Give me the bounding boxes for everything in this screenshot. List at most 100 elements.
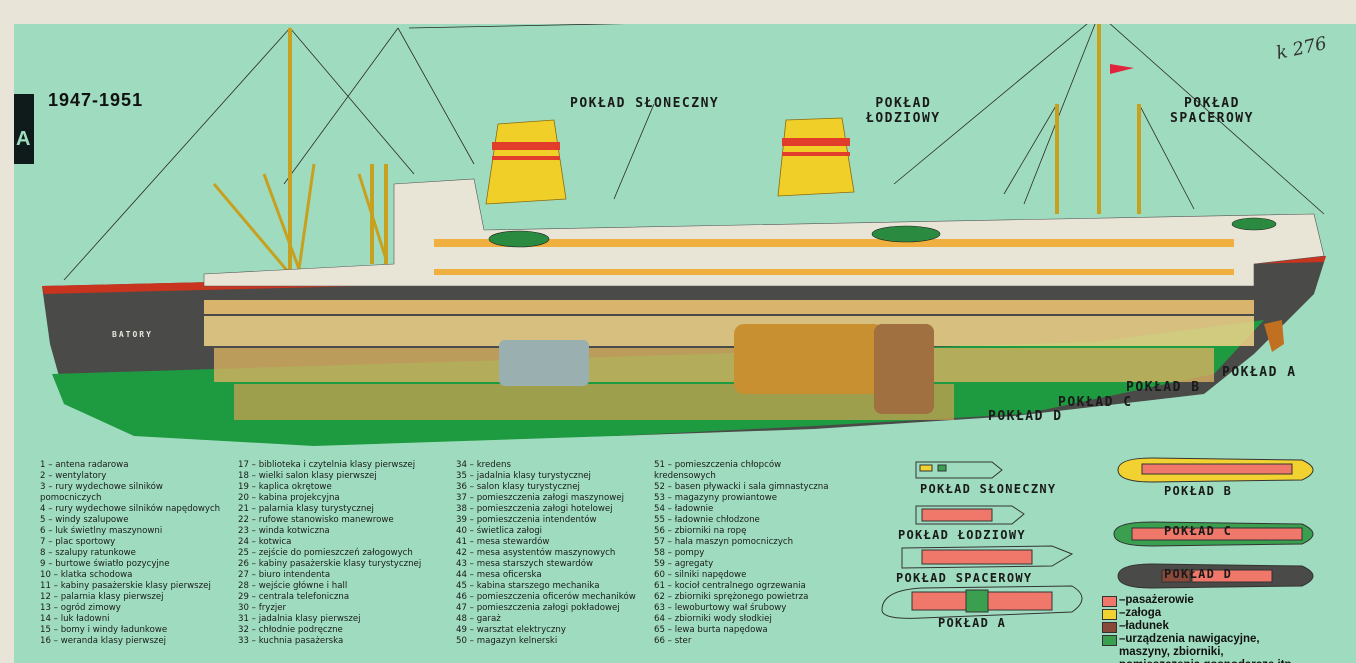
- color-key-row: –pasażerowie: [1102, 594, 1295, 607]
- legend-entry: 20 – kabina projekcyjna: [238, 493, 340, 503]
- legend-entry: 14 – luk ładowni: [40, 614, 110, 624]
- plan-label-b: POKŁAD B: [1164, 484, 1233, 498]
- plan-label-sloneczny: POKŁAD SŁONECZNY: [920, 482, 1057, 496]
- label-deck-lodziowy-line2: ŁODZIOWY: [866, 111, 941, 126]
- color-key-row: –ładunek: [1102, 620, 1295, 633]
- color-key: –pasażerowie–załoga–ładunek–urządzenia n…: [1102, 594, 1295, 663]
- plan-label-lodziowy: POKŁAD ŁODZIOWY: [898, 528, 1026, 542]
- legend-entry: 46 – pomieszczenia oficerów mechaników: [456, 592, 636, 602]
- legend-entry: 59 – agregaty: [654, 559, 714, 569]
- color-key-label: –załoga: [1119, 607, 1162, 619]
- color-key-label: –ładunek: [1119, 620, 1169, 632]
- legend-entry: 13 – ogród zimowy: [40, 603, 121, 613]
- color-swatch: [1102, 596, 1117, 607]
- label-deck-lodziowy: POKŁAD ŁODZIOWY: [866, 96, 941, 126]
- label-deck-b: POKŁAD B: [1126, 380, 1201, 395]
- color-key-label: –pasażerowie: [1119, 594, 1194, 606]
- legend-entry: 30 – fryzjer: [238, 603, 287, 613]
- legend-entry: 52 – basen pływacki i sala gimnastyczna: [654, 482, 829, 492]
- legend-entry: 2 – wentylatory: [40, 471, 107, 481]
- legend-entry: 4 – rury wydechowe silników napędowych: [40, 504, 221, 514]
- cargo-booms: [212, 163, 388, 275]
- plan-sloneczny: [915, 461, 1003, 479]
- edge-strip: A: [14, 94, 34, 164]
- legend-entry: 28 – wejście główne i hall: [238, 581, 348, 591]
- year-label: 1947-1951: [48, 90, 144, 110]
- legend-entry: 58 – pompy: [654, 548, 705, 558]
- label-deck-d: POKŁAD D: [988, 409, 1063, 424]
- legend-entry: 12 – palarnia klasy pierwszej: [40, 592, 164, 602]
- legend-entry: 35 – jadalnia klasy turystycznej: [456, 471, 591, 481]
- color-key-row: pomieszczenia gospodarcze itp.: [1102, 659, 1295, 663]
- legend-entry: 60 – silniki napędowe: [654, 570, 747, 580]
- legend-entry: 43 – mesa starszych stewardów: [456, 559, 594, 569]
- legend-entry: 63 – lewoburtowy wał śrubowy: [654, 603, 787, 613]
- legend-entry: 15 – bomy i windy ładunkowe: [40, 625, 168, 635]
- legend-entry: 45 – kabina starszego mechanika: [456, 581, 600, 591]
- color-swatch: [1102, 609, 1117, 620]
- color-swatch: [1102, 635, 1117, 646]
- label-deck-spacerowy-line1: POKŁAD: [1183, 96, 1240, 111]
- plan-b: [1117, 457, 1314, 483]
- label-deck-spacerowy-line2: SPACEROWY: [1170, 111, 1254, 126]
- label-deck-sloneczny: POKŁAD SŁONECZNY: [570, 96, 720, 111]
- label-deck-spacerowy: POKŁAD SPACEROWY: [1170, 96, 1254, 126]
- legend-entry: 39 – pomieszczenia intendentów: [456, 515, 597, 525]
- legend-entry: 54 – ładownie: [654, 504, 714, 514]
- legend-entry: 1 – antena radarowa: [40, 460, 129, 470]
- legend-entry: 47 – pomieszczenia załogi pokładowej: [456, 603, 620, 613]
- color-key-label: pomieszczenia gospodarcze itp.: [1119, 659, 1295, 663]
- legend-entry: 29 – centrala telefoniczna: [238, 592, 350, 602]
- legend-entry: 25 – zejście do pomieszczeń załogowych: [238, 548, 413, 558]
- label-deck-c: POKŁAD C: [1058, 395, 1133, 410]
- ship-name: BATORY: [112, 330, 153, 339]
- rudder: [1264, 320, 1284, 352]
- legend-entry: 37 – pomieszczenia załogi maszynowej: [456, 493, 624, 503]
- legend-entry: kredensowych: [654, 471, 716, 481]
- legend-entry: 50 – magazyn kelnerski: [456, 636, 558, 646]
- legend-entry: 38 – pomieszczenia załogi hotelowej: [456, 504, 613, 514]
- legend-entry: 49 – warsztat elektryczny: [456, 625, 566, 635]
- legend-entry: 17 – biblioteka i czytelnia klasy pierws…: [238, 460, 416, 470]
- deck-plans: [881, 457, 1314, 619]
- masts: [288, 24, 1141, 274]
- funnels: [485, 117, 855, 205]
- color-key-row: –załoga: [1102, 607, 1295, 620]
- legend-entry: 36 – salon klasy turystycznej: [456, 482, 580, 492]
- legend-entry: 66 – ster: [654, 636, 692, 646]
- swimming-pool: [499, 340, 589, 386]
- legend-entry: 61 – kocioł centralnego ogrzewania: [654, 581, 806, 591]
- plan-label-spacerowy: POKŁAD SPACEROWY: [896, 571, 1032, 585]
- legend-entry: 16 – weranda klasy pierwszej: [40, 636, 166, 646]
- legend-entry: 21 – palarnia klasy turystycznej: [238, 504, 374, 514]
- legend-entry: 51 – pomieszczenia chłopców: [654, 460, 782, 470]
- legend-entry: 64 – zbiorniki wody słodkiej: [654, 614, 772, 624]
- legend-entry: 3 – rury wydechowe silników: [40, 482, 163, 492]
- plan-label-lodziowy-2: ŁODZIOWY: [957, 528, 1026, 542]
- rigging: [63, 24, 1325, 281]
- plan-lodziowy: [915, 505, 1025, 525]
- legend-entry: 42 – mesa asystentów maszynowych: [456, 548, 616, 558]
- color-swatch: [1102, 622, 1117, 633]
- legend-entry: 56 – zbiorniki na ropę: [654, 526, 747, 536]
- legend-entry: 40 – świetlica załogi: [456, 526, 543, 536]
- legend-col-2: 17 – biblioteka i czytelnia klasy pierws…: [238, 460, 421, 647]
- legend-entry: 31 – jadalnia klasy pierwszej: [238, 614, 361, 624]
- legend-entry: 19 – kaplica okrętowe: [238, 482, 332, 492]
- label-deck-lodziowy-line1: POKŁAD: [875, 96, 932, 111]
- plan-label-lodziowy-1: POKŁAD: [898, 528, 950, 542]
- legend-entry: 33 – kuchnia pasażerska: [238, 636, 344, 646]
- color-key-row: maszyny, zbiorniki,: [1102, 646, 1295, 659]
- legend-entry: 34 – kredens: [456, 460, 511, 470]
- label-deck-a: POKŁAD A: [1222, 365, 1297, 380]
- legend-entry: 53 – magazyny prowiantowe: [654, 493, 778, 503]
- flag: [1110, 64, 1134, 74]
- plan-label-spacerowy-2: SPACEROWY: [955, 571, 1033, 585]
- plan-c: [1113, 521, 1314, 547]
- legend-entry: 8 – szalupy ratunkowe: [40, 548, 136, 558]
- plan-a: [881, 585, 1083, 619]
- plan-label-a: POKŁAD A: [938, 616, 1007, 630]
- legend-entry: 6 – luk świetlny maszynowni: [40, 526, 163, 536]
- legend-entry: 48 – garaż: [456, 614, 501, 624]
